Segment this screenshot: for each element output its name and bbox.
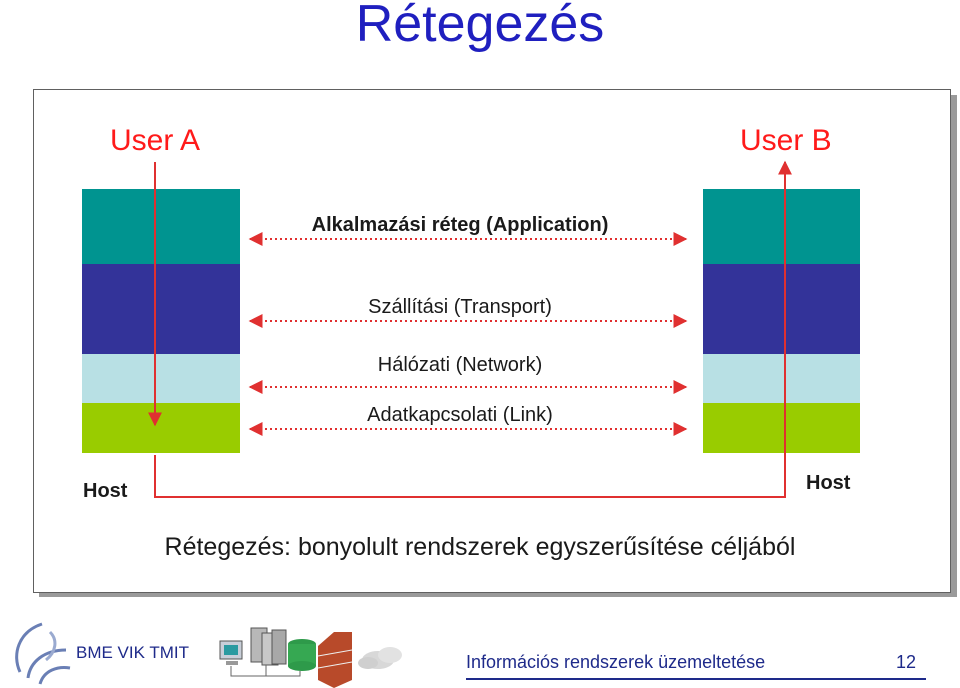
left-network-layer [82, 354, 240, 403]
network-illustration [219, 627, 402, 688]
host-left-label: Host [83, 480, 128, 502]
user-a-label: User A [110, 124, 201, 157]
left-transport-layer [82, 264, 240, 354]
footer-page-number: 12 [896, 652, 917, 672]
user-b-label: User B [740, 124, 832, 157]
diagram-caption: Rétegezés: bonyolult rendszerek egyszerű… [164, 533, 796, 561]
right-link-layer [703, 403, 860, 453]
right-network-layer [703, 354, 860, 403]
right-application-layer [703, 189, 860, 264]
left-application-layer [82, 189, 240, 264]
transport-layer-label: Szállítási (Transport) [368, 296, 552, 318]
physical-path-line [154, 455, 786, 498]
university-logo [15, 622, 71, 685]
footer-underline [466, 678, 926, 680]
network-layer-label: Hálózati (Network) [377, 354, 543, 376]
slide-title: Rétegezés [355, 0, 605, 53]
link-layer-label: Adatkapcsolati (Link) [367, 404, 553, 426]
right-transport-layer [703, 264, 860, 354]
application-layer-label: Alkalmazási réteg (Application) [311, 214, 609, 236]
host-right-label: Host [806, 472, 851, 494]
left-link-layer [82, 403, 240, 453]
footer-organization: BME VIK TMIT [76, 643, 190, 662]
footer-course-title: Információs rendszerek üzemeltetése [466, 652, 766, 672]
